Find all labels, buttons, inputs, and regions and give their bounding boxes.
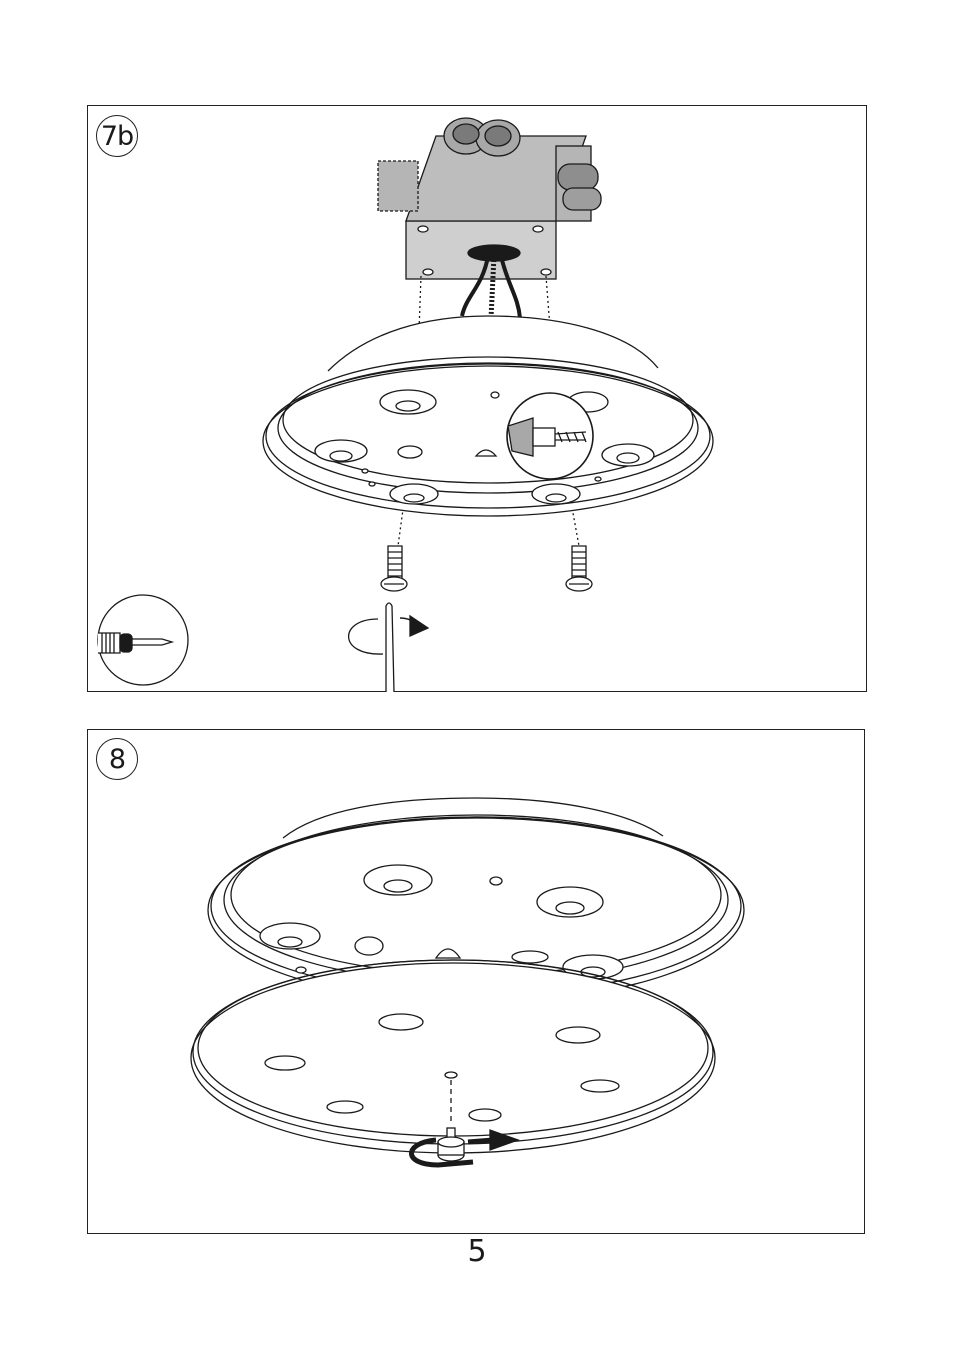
junction-box: [378, 118, 601, 279]
step-8-panel: 8: [87, 729, 865, 1234]
step-7b-panel: 7b: [87, 105, 867, 692]
diffuser-fitting-illustration: [88, 730, 866, 1235]
diffuser-cover: [191, 960, 715, 1153]
mounting-screws: [381, 546, 592, 591]
page-number: 5: [0, 1234, 954, 1269]
luminaire-base: [263, 316, 713, 516]
screwdriver-icon: [98, 595, 188, 685]
rotate-arrow-icon: [349, 603, 428, 692]
ceiling-mount-illustration: [88, 106, 868, 693]
